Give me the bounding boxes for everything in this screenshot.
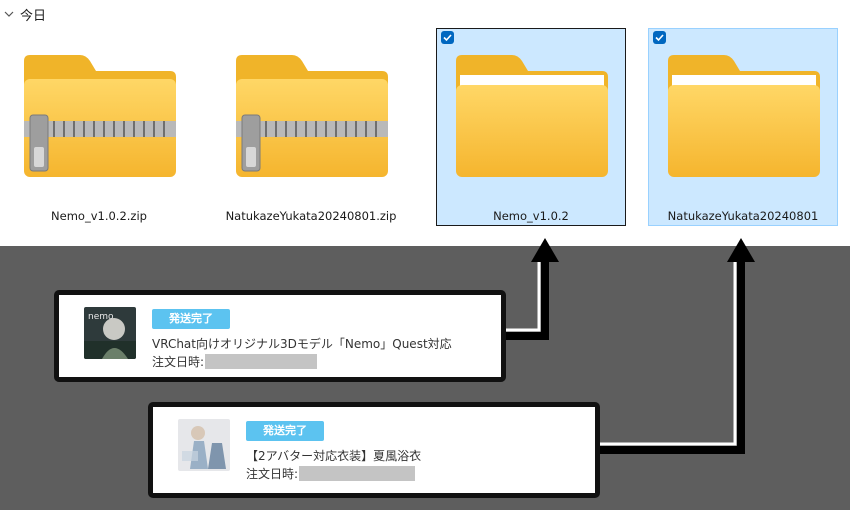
- arrow-up-icon: [500, 238, 559, 340]
- thumb-logo-text: nemo: [88, 312, 114, 322]
- chevron-down-icon: [4, 11, 14, 17]
- file-item-nemo-zip[interactable]: Nemo_v1.0.2.zip: [4, 28, 194, 226]
- file-item-natukaze-folder[interactable]: NatukazeYukata20240801: [648, 28, 838, 226]
- file-item-natukaze-zip[interactable]: NatukazeYukata20240801.zip: [216, 28, 406, 226]
- file-name: Nemo_v1.0.2: [493, 209, 569, 223]
- group-header-today[interactable]: 今日: [4, 4, 46, 24]
- file-name: Nemo_v1.0.2.zip: [51, 209, 147, 223]
- file-explorer-view: 今日 Nemo_v1.0.2.zip: [0, 0, 850, 246]
- checkbox-checked-icon[interactable]: [441, 31, 454, 44]
- product-title[interactable]: 【2アバター対応衣装】夏風浴衣: [246, 449, 422, 463]
- product-title[interactable]: VRChat向けオリジナル3Dモデル「Nemo」Quest対応: [152, 337, 452, 351]
- redacted-order-date: [205, 354, 317, 369]
- file-name: NatukazeYukata20240801: [667, 209, 819, 223]
- arrow-up-icon: [598, 238, 755, 454]
- group-label: 今日: [20, 8, 47, 24]
- order-date-label: 注文日時:: [152, 355, 205, 369]
- folder-icon: [668, 55, 820, 177]
- file-name: NatukazeYukata20240801.zip: [225, 209, 397, 223]
- zip-folder-icon: [236, 55, 388, 177]
- status-badge: 発送完了: [246, 421, 324, 441]
- status-badge: 発送完了: [152, 309, 230, 329]
- order-card-natukaze[interactable]: 発送完了 【2アバター対応衣装】夏風浴衣 注文日時:: [148, 402, 600, 498]
- folder-icon: [456, 55, 608, 177]
- order-card-nemo[interactable]: nemo 発送完了 VRChat向けオリジナル3Dモデル「Nemo」Quest対…: [54, 290, 506, 382]
- product-thumbnail: nemo: [84, 307, 136, 359]
- file-item-nemo-folder[interactable]: Nemo_v1.0.2: [436, 28, 626, 226]
- redacted-order-date: [299, 466, 415, 481]
- order-date-label: 注文日時:: [246, 467, 299, 481]
- checkbox-checked-icon[interactable]: [653, 31, 666, 44]
- product-thumbnail: [178, 419, 230, 471]
- zip-folder-icon: [24, 55, 176, 177]
